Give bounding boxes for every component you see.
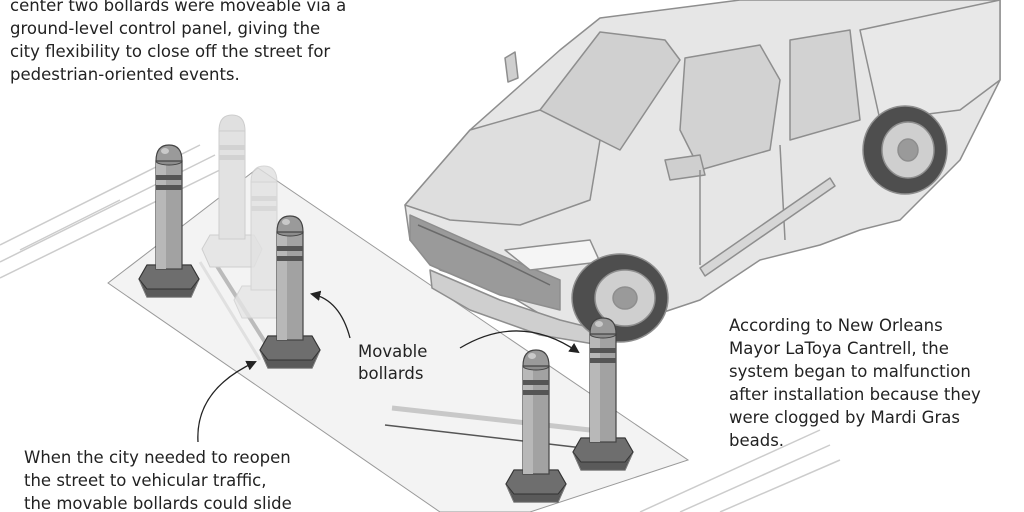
street-lines-right	[639, 429, 841, 512]
caption-right-line: after installation because they	[729, 385, 981, 404]
pickup-truck	[404, 0, 1001, 346]
caption-bottom-line: the street to vehicular traffic,	[24, 471, 267, 490]
caption-bottom-line: the movable bollards could slide	[24, 494, 292, 512]
arrow-from-bottom-caption	[197, 360, 257, 443]
caption-right-line: Mayor LaToya Cantrell, the	[729, 339, 949, 358]
caption-top: center two bollards were moveable via a …	[10, 0, 346, 86]
caption-top-line: city flexibility to close off the street…	[10, 42, 331, 61]
movable-label-line: Movable	[358, 342, 428, 361]
caption-top-line: pedestrian-oriented events.	[10, 65, 240, 84]
arrow-to-bollard-right	[459, 330, 580, 354]
caption-bottom-line: When the city needed to reopen	[24, 448, 291, 467]
caption-right-line: were clogged by Mardi Gras	[729, 408, 960, 427]
caption-right: According to New Orleans Mayor LaToya Ca…	[729, 314, 981, 452]
caption-bottom: When the city needed to reopen the stree…	[24, 446, 292, 512]
caption-right-line: beads.	[729, 431, 785, 450]
caption-right-line: system began to malfunction	[729, 362, 971, 381]
arrow-to-bollard-left	[309, 290, 351, 339]
caption-right-line: According to New Orleans	[729, 316, 943, 335]
caption-top-line: ground-level control panel, giving the	[10, 19, 321, 38]
caption-top-line: center two bollards were moveable via a	[10, 0, 347, 15]
movable-bollards-label: Movable bollards	[358, 341, 427, 385]
movable-label-line: bollards	[358, 364, 424, 383]
